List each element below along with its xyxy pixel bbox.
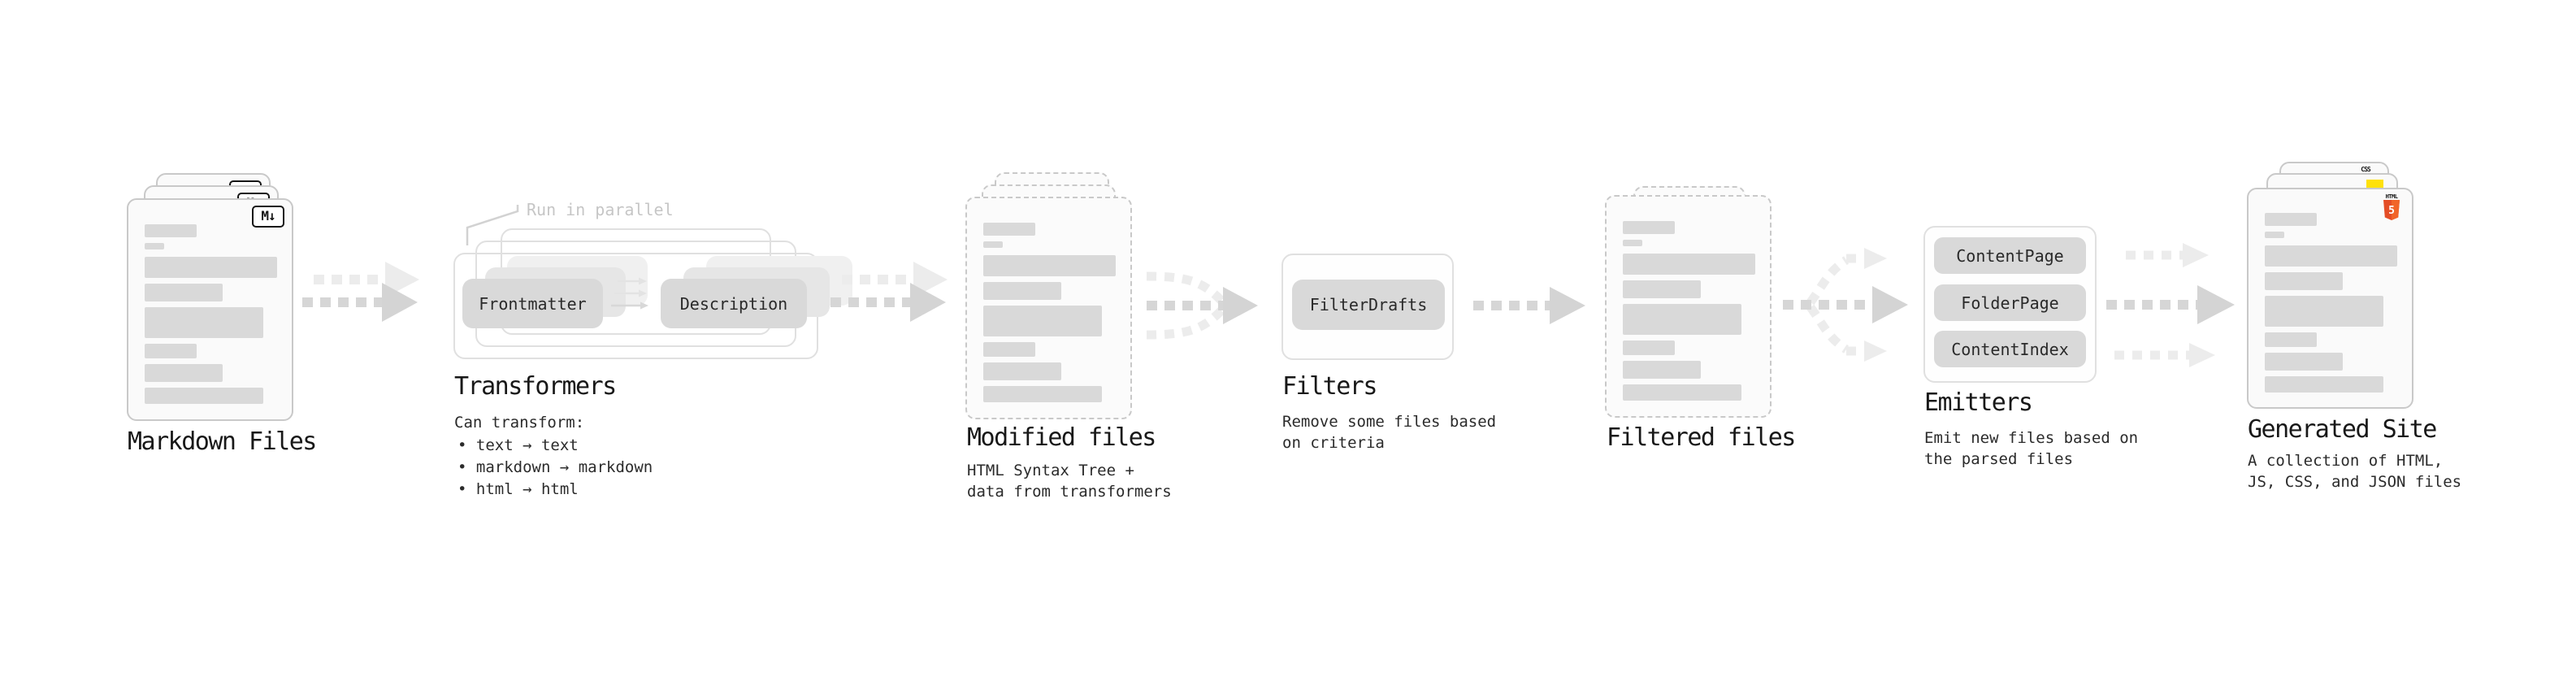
text-line-bar (1623, 254, 1755, 275)
text-line-bar (983, 362, 1061, 380)
text-line-bar (2265, 232, 2284, 238)
text-line-bar (983, 282, 1061, 300)
emitters-label: Emitters (1924, 388, 2033, 417)
doc-content-bars (2265, 213, 2397, 393)
filterdrafts-node: FilterDrafts (1292, 280, 1445, 330)
transformers-label: Transformers (454, 372, 617, 401)
text-line-bar (2265, 353, 2343, 371)
markdown-doc-front: M↓ (127, 198, 293, 421)
text-line-bar (983, 342, 1035, 357)
text-line-bar (2265, 332, 2317, 347)
text-line-bar (1623, 304, 1741, 335)
text-line-bar (983, 223, 1035, 236)
text-line-bar (2265, 272, 2343, 290)
description-node: Description (661, 279, 807, 328)
generated-site-subtitle: A collection of HTML, JS, CSS, and JSON … (2248, 452, 2462, 491)
text-line-bar (1623, 384, 1741, 401)
markdown-files-label: Markdown Files (128, 427, 317, 456)
filtered-files-label: Filtered files (1607, 423, 1796, 452)
text-line-bar (145, 257, 277, 278)
transformers-body-title: Can transform: (454, 414, 585, 432)
generated-site-label: Generated Site (2248, 415, 2437, 444)
contentpage-node: ContentPage (1934, 237, 2086, 274)
html5-icon-label: HTML (2385, 193, 2398, 200)
text-line-bar (2265, 296, 2383, 327)
text-line-bar (1623, 340, 1675, 355)
text-line-bar (983, 241, 1003, 248)
arrow-filtered-to-emitters (1783, 248, 1908, 362)
text-line-bar (1623, 280, 1701, 298)
text-line-bar (983, 306, 1102, 336)
text-line-bar (145, 344, 197, 358)
filters-subtitle: Remove some files based on criteria (1282, 413, 1497, 452)
modified-files-subtitle: HTML Syntax Tree + data from transformer… (967, 462, 1172, 501)
text-line-bar (145, 388, 263, 404)
filters-label: Filters (1282, 372, 1377, 401)
text-line-bar (1623, 221, 1675, 234)
doc-content-bars (1623, 221, 1755, 401)
run-in-parallel-callout-line (466, 205, 519, 245)
frontmatter-node: Frontmatter (462, 279, 603, 328)
run-in-parallel-note: Run in parallel (527, 200, 674, 219)
svg-text:5: 5 (2388, 205, 2395, 217)
modified-files-label: Modified files (967, 423, 1156, 452)
text-line-bar (983, 386, 1102, 402)
arrow-transformers-to-modified (830, 262, 948, 322)
html5-icon: HTML 5 (2381, 193, 2402, 223)
text-line-bar (2265, 376, 2383, 393)
transformers-bullet-2: • html → html (458, 480, 579, 498)
text-line-bar (145, 284, 223, 301)
folderpage-node: FolderPage (1934, 284, 2086, 321)
emitters-subtitle: Emit new files based on the parsed files (1924, 429, 2139, 468)
text-line-bar (145, 364, 223, 382)
parallel-arrows-icon (611, 277, 648, 310)
text-line-bar (2265, 213, 2317, 226)
markdown-icon: M↓ (252, 206, 284, 228)
arrow-markdown-to-transformers (302, 262, 419, 322)
doc-content-bars (983, 223, 1116, 402)
js-icon (2366, 180, 2383, 189)
text-line-bar (145, 243, 164, 249)
text-line-bar (1623, 361, 1701, 379)
css-icon-label: CSS (2361, 166, 2370, 173)
arrow-filters-to-filtered (1473, 287, 1585, 324)
generated-doc-front: HTML 5 (2247, 188, 2413, 409)
text-line-bar (145, 224, 197, 237)
text-line-bar (983, 255, 1116, 276)
html5-shield: 5 (2383, 200, 2400, 220)
text-line-bar (1623, 240, 1642, 246)
text-line-bar (145, 307, 263, 338)
text-line-bar (2265, 245, 2397, 267)
doc-content-bars (145, 224, 277, 404)
filtered-doc-front (1605, 195, 1772, 418)
contentindex-node: ContentIndex (1934, 331, 2086, 367)
transformers-bullet-1: • markdown → markdown (458, 458, 653, 476)
arrow-emitters-to-generated (2106, 243, 2235, 367)
arrow-modified-to-filters (1146, 271, 1258, 340)
modified-doc-front (965, 197, 1132, 419)
transformers-bullet-0: • text → text (458, 436, 579, 454)
